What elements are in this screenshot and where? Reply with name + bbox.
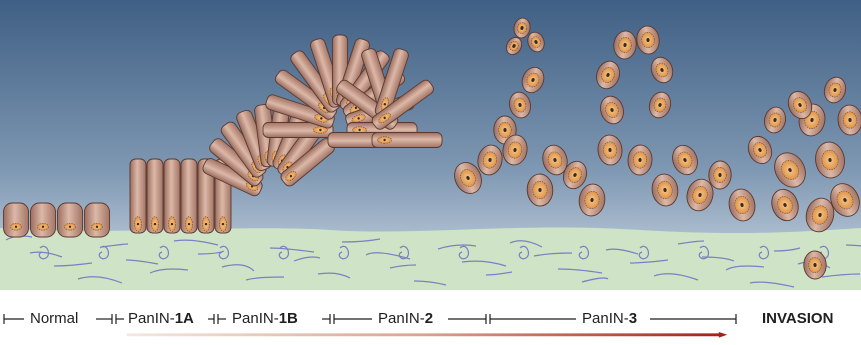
atypical-cell	[708, 161, 731, 190]
epithelial-cell	[31, 203, 56, 237]
epithelial-cell	[164, 159, 180, 233]
stage-label-row: Normal PanIN-1A PanIN-1B PanIN-2 PanIN-3…	[0, 306, 861, 332]
stage-panin-2: PanIN-2	[378, 310, 433, 327]
epithelial-cell	[85, 203, 110, 237]
stage-normal: Normal	[30, 310, 78, 327]
epithelial-cell	[58, 203, 83, 237]
tissue-illustration	[0, 0, 861, 310]
atypical-cell	[803, 251, 826, 280]
epithelial-cell	[147, 159, 163, 233]
progression-arrow	[0, 332, 856, 339]
epithelial-cell	[181, 159, 197, 233]
stage-invasion: INVASION	[762, 310, 833, 327]
epithelial-cell	[372, 133, 442, 148]
stage-panin-1b: PanIN-1B	[232, 310, 298, 327]
epithelial-cell	[130, 159, 146, 233]
stage-panin-1a: PanIN-1A	[128, 310, 194, 327]
epithelial-cell	[4, 203, 29, 237]
stage-panin-3: PanIN-3	[582, 310, 637, 327]
